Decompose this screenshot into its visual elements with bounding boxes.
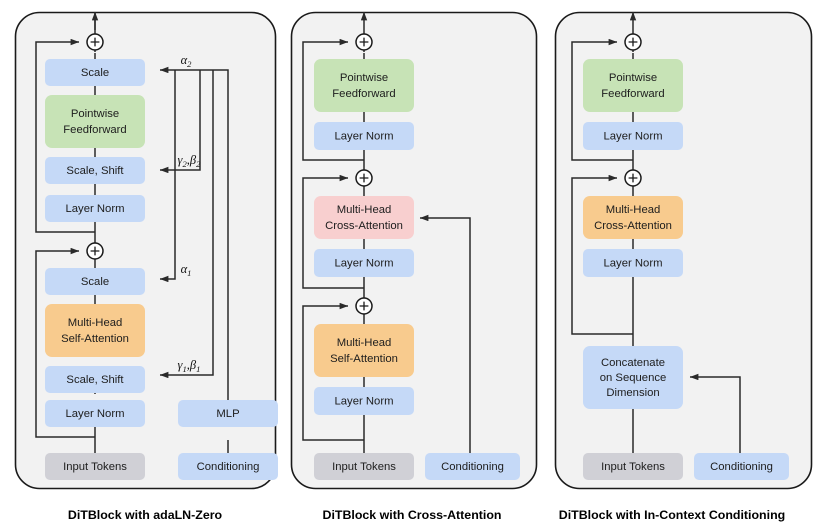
caption-cross-attention: DiTBlock with Cross-Attention [323, 508, 502, 522]
node-label-line1: Concatenate [601, 357, 665, 369]
node-layer-norm-2[interactable]: Layer Norm [583, 122, 683, 150]
node-multi-head-self-attention[interactable]: Multi-Head Self-Attention [45, 304, 145, 357]
node-label: Scale, Shift [66, 374, 124, 386]
node-label-line2: on Sequence [600, 372, 667, 384]
node-label-line1: Pointwise [340, 72, 388, 84]
panel-adaln-zero: Scale Pointwise Feedforward Scale, Shift… [14, 11, 278, 490]
node-label-line1: Multi-Head [337, 204, 392, 216]
node-label: Input Tokens [601, 461, 665, 473]
node-label-line1: Multi-Head [337, 337, 392, 349]
node-label-line2: Self-Attention [330, 353, 398, 365]
node-label: Layer Norm [334, 395, 393, 407]
node-label: MLP [216, 408, 239, 420]
alpha-2-label: α2 [181, 53, 193, 69]
node-label-line2: Cross-Attention [325, 220, 403, 232]
node-label-line2: Cross-Attention [594, 220, 672, 232]
node-label: Layer Norm [65, 408, 124, 420]
add-operator-middle-cross [355, 169, 373, 187]
node-input-tokens[interactable]: Input Tokens [314, 453, 414, 480]
node-layer-norm-2[interactable]: Layer Norm [45, 195, 145, 222]
panel-cross-attention: Pointwise Feedforward Layer Norm Multi-H… [290, 11, 538, 490]
node-multi-head-self-attention[interactable]: Multi-Head Self-Attention [314, 324, 414, 377]
node-label: Input Tokens [63, 461, 127, 473]
node-label-line1: Multi-Head [606, 204, 661, 216]
add-operator-top-incontext [624, 33, 642, 51]
caption-adaln-zero: DiTBlock with adaLN-Zero [68, 508, 223, 522]
node-label-line2: Self-Attention [61, 333, 129, 345]
node-label: Conditioning [710, 461, 773, 473]
node-label: Layer Norm [334, 257, 393, 269]
node-scale-shift-1[interactable]: Scale, Shift [45, 366, 145, 393]
connectors-cross-attention [302, 11, 471, 453]
node-layer-norm-3[interactable]: Layer Norm [314, 122, 414, 150]
add-operator-top-cross [355, 33, 373, 51]
node-layer-norm-1[interactable]: Layer Norm [45, 400, 145, 427]
add-operator-top-adaln [86, 33, 104, 51]
node-conditioning[interactable]: Conditioning [178, 453, 278, 480]
add-operator-bottom-cross [355, 297, 373, 315]
node-label: Input Tokens [332, 461, 396, 473]
node-scale-2[interactable]: Scale [45, 59, 145, 86]
node-pointwise-feedforward[interactable]: Pointwise Feedforward [314, 59, 414, 112]
node-label: Layer Norm [603, 130, 662, 142]
node-label: Layer Norm [65, 203, 124, 215]
node-label-line1: Multi-Head [68, 317, 123, 329]
node-pointwise-feedforward[interactable]: Pointwise Feedforward [45, 95, 145, 148]
node-layer-norm-1[interactable]: Layer Norm [583, 249, 683, 277]
node-conditioning[interactable]: Conditioning [425, 453, 520, 480]
node-label-line2: Feedforward [332, 88, 395, 100]
node-scale-shift-2[interactable]: Scale, Shift [45, 157, 145, 184]
node-label-line2: Feedforward [63, 124, 126, 136]
node-scale-1[interactable]: Scale [45, 268, 145, 295]
node-concatenate[interactable]: Concatenate on Sequence Dimension [583, 346, 683, 409]
node-multi-head-cross-attention[interactable]: Multi-Head Cross-Attention [314, 196, 414, 239]
node-label-line2: Feedforward [601, 88, 664, 100]
node-label-line1: Pointwise [609, 72, 657, 84]
node-label: Scale [81, 276, 109, 288]
node-label: Conditioning [197, 461, 260, 473]
node-conditioning[interactable]: Conditioning [694, 453, 789, 480]
node-label: Layer Norm [603, 257, 662, 269]
add-operator-bottom-incontext [624, 169, 642, 187]
node-label: Scale [81, 67, 109, 79]
caption-in-context-conditioning: DiTBlock with In-Context Conditioning [559, 508, 785, 522]
node-label-line3: Dimension [606, 387, 659, 399]
node-label: Scale, Shift [66, 165, 124, 177]
connectors-in-context [571, 11, 741, 453]
node-pointwise-feedforward[interactable]: Pointwise Feedforward [583, 59, 683, 112]
node-mlp[interactable]: MLP [178, 400, 278, 427]
node-layer-norm-2[interactable]: Layer Norm [314, 249, 414, 277]
alpha-1-label: α1 [181, 262, 192, 278]
add-operator-bottom-adaln [86, 242, 104, 260]
panel-in-context-conditioning: Pointwise Feedforward Layer Norm Multi-H… [554, 11, 813, 490]
node-label: Layer Norm [334, 130, 393, 142]
node-layer-norm-1[interactable]: Layer Norm [314, 387, 414, 415]
node-input-tokens[interactable]: Input Tokens [583, 453, 683, 480]
node-input-tokens[interactable]: Input Tokens [45, 453, 145, 480]
node-multi-head-cross-attention[interactable]: Multi-Head Cross-Attention [583, 196, 683, 239]
node-label: Conditioning [441, 461, 504, 473]
node-label-line1: Pointwise [71, 108, 119, 120]
